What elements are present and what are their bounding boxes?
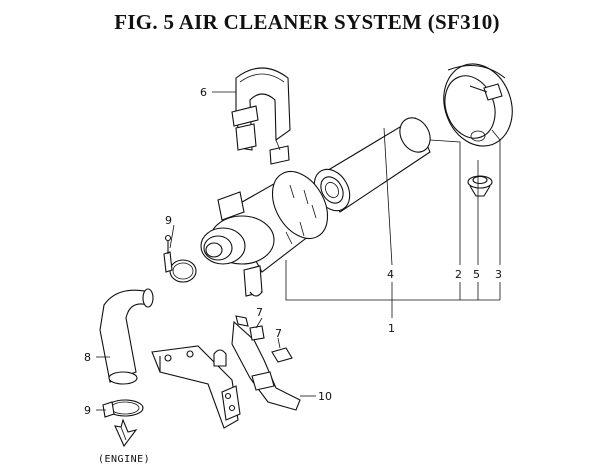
engine-direction-arrow xyxy=(114,418,138,448)
callout-8: 8 xyxy=(84,351,91,364)
callout-9-lower: 9 xyxy=(84,404,91,417)
callout-6: 6 xyxy=(200,86,207,99)
vacuator-valve-part xyxy=(467,175,493,197)
hose-clamp-upper-part xyxy=(163,234,197,283)
hose-clamp-lower-part xyxy=(102,399,144,418)
callout-5: 5 xyxy=(473,268,480,281)
callout-2: 2 xyxy=(455,268,462,281)
strap-band-part xyxy=(231,67,291,165)
callout-9-upper: 9 xyxy=(165,214,172,227)
callout-7-lower: 7 xyxy=(275,327,282,340)
pad-lower-part xyxy=(271,347,293,363)
elbow-hose-part xyxy=(99,288,154,385)
callout-7-upper: 7 xyxy=(256,306,263,319)
callout-10: 10 xyxy=(318,390,332,403)
pad-upper-part xyxy=(249,325,265,341)
callout-1: 1 xyxy=(388,322,395,335)
leader-lines xyxy=(96,91,501,411)
filter-element-part xyxy=(313,117,431,213)
mounting-bracket-part xyxy=(151,315,301,429)
callout-3: 3 xyxy=(495,268,502,281)
engine-label: (ENGINE) xyxy=(98,454,150,465)
cover-cap-part xyxy=(443,63,513,147)
callout-4: 4 xyxy=(387,268,394,281)
air-cleaner-body xyxy=(200,171,329,297)
figure-title: FIG. 5 AIR CLEANER SYSTEM (SF310) xyxy=(114,10,500,34)
